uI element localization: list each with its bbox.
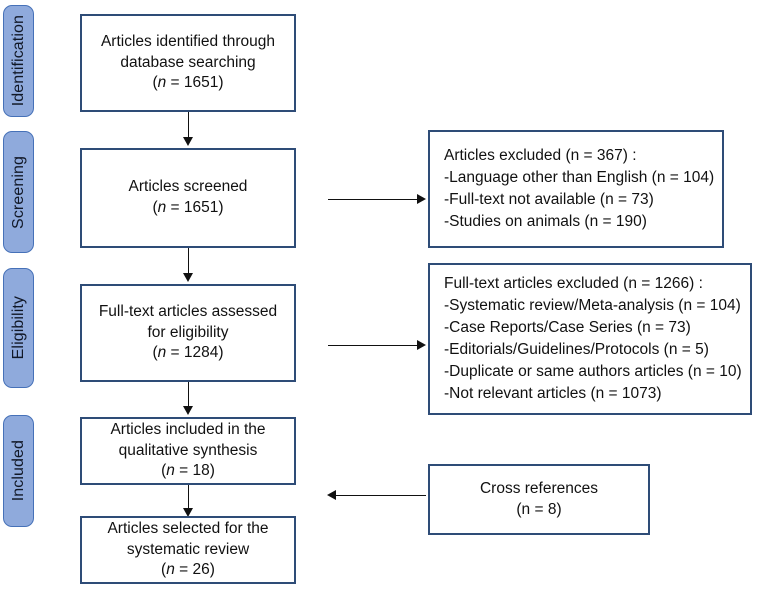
box-fulltext-exclusions-item: -Duplicate or same authors articles (n =…	[444, 363, 742, 380]
stage-tab-eligibility: Eligibility	[3, 268, 34, 388]
box-fulltext-assessed-line1: Full-text articles assessed	[98, 303, 278, 321]
box-fulltext-exclusions-text: Full-text articles excluded (n = 1266) :…	[430, 273, 742, 405]
box-cross-references-count: (n = 8)	[516, 500, 562, 518]
box-qualitative-synthesis-line2: qualitative synthesis	[118, 441, 258, 459]
connector-fulltext-to-qualitative	[188, 382, 189, 407]
connector-screened-to-excluded	[328, 199, 418, 200]
arrowhead-identified-to-screened	[183, 137, 193, 146]
arrowhead-screened-to-fulltext	[183, 273, 193, 282]
stage-tab-eligibility-label: Eligibility	[9, 296, 27, 360]
arrowhead-crossrefs-to-systematic	[327, 490, 336, 500]
box-fulltext-assessed: Full-text articles assessed for eligibil…	[80, 284, 296, 382]
box-qualitative-synthesis-line1: Articles included in the	[110, 421, 266, 439]
box-systematic-review-count: (n = 26)	[161, 561, 215, 579]
stage-tab-screening: Screening	[3, 131, 34, 253]
stage-tab-identification-label: Identification	[9, 15, 27, 107]
box-qualitative-synthesis: Articles included in the qualitative syn…	[80, 417, 296, 485]
box-articles-identified-text: Articles identified through database sea…	[93, 32, 283, 94]
box-fulltext-exclusions-item: -Not relevant articles (n = 1073)	[444, 385, 662, 402]
box-fulltext-exclusions-item: -Case Reports/Case Series (n = 73)	[444, 319, 691, 336]
box-articles-screened-line1: Articles screened	[128, 178, 248, 196]
connector-identified-to-screened	[188, 112, 189, 138]
stage-tab-included: Included	[3, 415, 34, 527]
stage-tab-identification: Identification	[3, 5, 34, 117]
box-fulltext-exclusions-heading: Full-text articles excluded (n = 1266) :	[444, 275, 703, 292]
box-screening-exclusions-item: -Studies on animals (n = 190)	[444, 213, 647, 230]
box-fulltext-assessed-text: Full-text articles assessed for eligibil…	[91, 302, 285, 364]
box-screening-exclusions-heading: Articles excluded (n = 367) :	[444, 147, 637, 164]
box-screening-exclusions-text: Articles excluded (n = 367) : -Language …	[430, 145, 714, 233]
arrowhead-fulltext-to-excluded	[417, 340, 426, 350]
connector-screened-to-fulltext	[188, 248, 189, 274]
box-cross-references: Cross references (n = 8)	[428, 464, 650, 535]
arrowhead-fulltext-to-qualitative	[183, 406, 193, 415]
box-screening-exclusions: Articles excluded (n = 367) : -Language …	[428, 130, 724, 248]
stage-tab-included-label: Included	[9, 440, 27, 502]
box-articles-screened-text: Articles screened (n = 1651)	[121, 177, 256, 218]
stage-tab-screening-label: Screening	[9, 155, 27, 229]
arrowhead-qualitative-to-systematic	[183, 508, 193, 517]
box-cross-references-line1: Cross references	[479, 479, 598, 497]
box-cross-references-text: Cross references (n = 8)	[472, 479, 606, 520]
box-articles-identified: Articles identified through database sea…	[80, 14, 296, 112]
box-articles-screened-count: (n = 1651)	[152, 199, 224, 216]
box-systematic-review-text: Articles selected for the systematic rev…	[99, 519, 276, 581]
box-fulltext-assessed-count: (n = 1284)	[152, 344, 224, 362]
box-articles-identified-line2: database searching	[120, 53, 256, 71]
box-fulltext-assessed-line2: for eligibility	[147, 323, 229, 341]
box-qualitative-synthesis-count: (n = 18)	[161, 462, 215, 480]
box-fulltext-exclusions: Full-text articles excluded (n = 1266) :…	[428, 263, 752, 415]
connector-crossrefs-to-systematic	[336, 495, 426, 496]
box-qualitative-synthesis-text: Articles included in the qualitative syn…	[102, 420, 273, 482]
box-systematic-review-line2: systematic review	[126, 540, 250, 558]
box-screening-exclusions-item: -Full-text not available (n = 73)	[444, 191, 654, 208]
box-articles-screened: Articles screened (n = 1651)	[80, 148, 296, 248]
box-articles-identified-line1: Articles identified through	[100, 33, 276, 51]
connector-qualitative-to-systematic	[188, 485, 189, 509]
box-screening-exclusions-item: -Language other than English (n = 104)	[444, 169, 715, 186]
arrowhead-screened-to-excluded	[417, 194, 426, 204]
box-fulltext-exclusions-item: -Editorials/Guidelines/Protocols (n = 5)	[444, 341, 709, 358]
box-fulltext-exclusions-item: -Systematic review/Meta-analysis (n = 10…	[444, 297, 741, 314]
box-systematic-review: Articles selected for the systematic rev…	[80, 516, 296, 584]
connector-fulltext-to-excluded	[328, 345, 418, 346]
box-articles-identified-count: (n = 1651)	[152, 74, 224, 92]
box-systematic-review-line1: Articles selected for the	[107, 520, 269, 538]
